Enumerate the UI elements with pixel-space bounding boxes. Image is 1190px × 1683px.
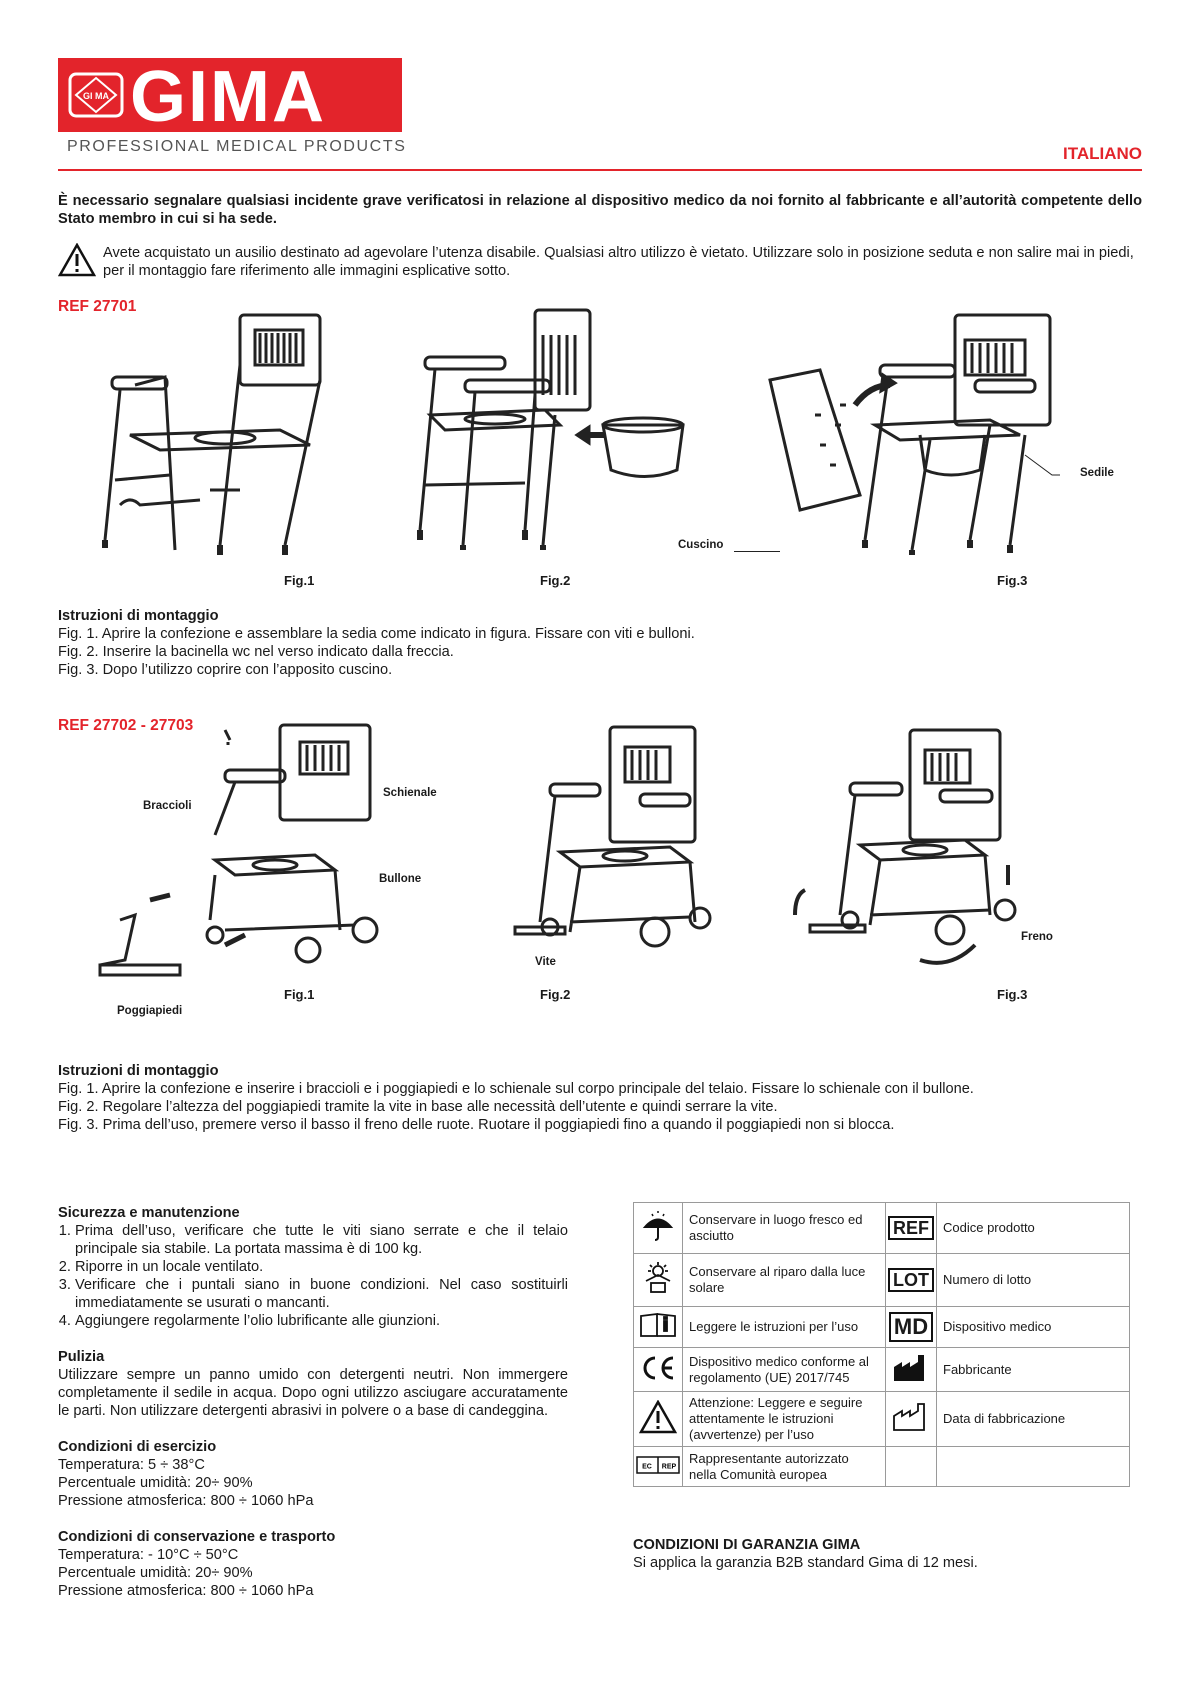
notice-text: È necessario segnalare qualsiasi inciden… [58, 193, 1142, 227]
callout-sedile: Sedile [1080, 467, 1114, 479]
symbol-desc: Leggere le istruzioni per l’uso [682, 1306, 886, 1348]
instruction-line: Fig. 3. Dopo l’utilizzo coprire con l’ap… [58, 662, 393, 678]
empty-cell [936, 1446, 1130, 1487]
commode-chair-drawing-2 [417, 308, 685, 550]
operating-title: Condizioni di esercizio [58, 1439, 217, 1455]
table-row: Conservare al riparo dalla luce solare L… [633, 1253, 1130, 1307]
ec-rep-icon: EC REP [633, 1446, 683, 1487]
instruction-line: Fig. 2. Regolare l’altezza del poggiapie… [58, 1099, 778, 1115]
safety-title: Sicurezza e manutenzione [58, 1205, 240, 1221]
symbol-desc: Conservare in luogo fresco ed asciutto [682, 1202, 886, 1254]
warranty-block: CONDIZIONI DI GARANZIA GIMA Si applica l… [633, 1536, 1133, 1572]
ref-27701: REF 27701 [58, 298, 137, 315]
table-row: Leggere le istruzioni per l’uso MD Dispo… [633, 1306, 1130, 1348]
empty-cell [885, 1446, 937, 1487]
list-item: Prima dell’uso, verificare che tutte le … [75, 1222, 568, 1258]
list-item: Verificare che i puntali siano in buone … [75, 1276, 568, 1312]
instructions-title-2: Istruzioni di montaggio [58, 1063, 219, 1079]
warning-text: Avete acquistato un ausilio destinato ad… [103, 245, 1134, 279]
commode-chair-drawing-1 [102, 313, 322, 555]
symbol-desc: Conservare al riparo dalla luce solare [682, 1253, 886, 1307]
left-info-column: Sicurezza e manutenzione Prima dell’uso,… [58, 1204, 568, 1600]
wheelchair-drawing-3 [793, 728, 1017, 965]
table-row: Conservare in luogo fresco ed asciutto R… [633, 1202, 1130, 1254]
operating-line: Pressione atmosferica: 800 ÷ 1060 hPa [58, 1493, 314, 1509]
table-row: Attenzione: Leggere e seguire attentamen… [633, 1391, 1130, 1447]
cleaning-text: Utilizzare sempre un panno umido con det… [58, 1367, 568, 1419]
symbol-desc: Dispositivo medico [936, 1306, 1130, 1348]
instructions-list-2: Fig. 1. Aprire la confezione e inserire … [58, 1080, 1142, 1134]
fig-label-2-2: Fig.2 [540, 987, 571, 1002]
factory-icon [885, 1347, 937, 1392]
symbols-table: Conservare in luogo fresco ed asciutto R… [633, 1202, 1130, 1487]
ref-27702-27703: REF 27702 - 27703 [58, 717, 194, 734]
ce-mark-icon [633, 1347, 683, 1392]
cleaning-title: Pulizia [58, 1349, 105, 1365]
fig-label-2: Fig.2 [540, 573, 571, 588]
list-item: Riporre in un locale ventilato. [75, 1258, 568, 1276]
operating-line: Temperatura: 5 ÷ 38°C [58, 1457, 205, 1473]
commode-chair-drawing-3 [768, 313, 1060, 555]
rep-label: REP [662, 1463, 677, 1470]
callout-poggiapiedi: Poggiapiedi [117, 1005, 183, 1017]
logo-badge-icon: GI MA [68, 72, 124, 118]
warning-icon [633, 1391, 683, 1447]
symbol-desc: Attenzione: Leggere e seguire attentamen… [682, 1391, 886, 1447]
fig-label-3: Fig.3 [997, 573, 1028, 588]
logo-badge-text: GI MA [83, 91, 109, 101]
wheelchair-drawing-1 [98, 723, 379, 977]
callout-bullone: Bullone [379, 873, 422, 885]
lot-symbol-text: LOT [888, 1268, 934, 1292]
warranty-text: Si applica la garanzia B2B standard Gima… [633, 1555, 978, 1571]
warning-icon [57, 242, 97, 282]
symbol-desc: Numero di lotto [936, 1253, 1130, 1307]
callout-vite: Vite [535, 956, 556, 968]
instruction-line: Fig. 1. Aprire la confezione e inserire … [58, 1081, 974, 1097]
table-row: Dispositivo medico conforme al regolamen… [633, 1347, 1130, 1392]
ref-symbol: REF [885, 1202, 937, 1254]
symbol-desc: Data di fabbricazione [936, 1391, 1130, 1447]
sun-icon [633, 1253, 683, 1307]
fig-label-1: Fig.1 [284, 573, 315, 588]
instructions-title-1: Istruzioni di montaggio [58, 608, 219, 624]
tagline: PROFESSIONAL MEDICAL PRODUCTS [67, 138, 407, 155]
instruction-line: Fig. 1. Aprire la confezione e assemblar… [58, 626, 695, 642]
instructions-list-1: Fig. 1. Aprire la confezione e assemblar… [58, 625, 1138, 679]
md-symbol-text: MD [888, 1312, 934, 1342]
symbol-desc: Rappresentante autorizzato nella Comunit… [682, 1446, 886, 1487]
fig-label-2-3: Fig.3 [997, 987, 1028, 1002]
table-row: EC REP Rappresentante autorizzato nella … [633, 1446, 1130, 1487]
symbol-desc: Codice prodotto [936, 1202, 1130, 1254]
logo-text: GIMA [130, 57, 326, 137]
manual-icon [633, 1306, 683, 1348]
md-symbol: MD [885, 1306, 937, 1348]
safety-list: Prima dell’uso, verificare che tutte le … [58, 1222, 568, 1330]
operating-line: Percentuale umidità: 20÷ 90% [58, 1475, 253, 1491]
lot-symbol: LOT [885, 1253, 937, 1307]
ec-label: EC [642, 1463, 652, 1470]
instruction-line: Fig. 3. Prima dell’uso, premere verso il… [58, 1117, 895, 1133]
manufacture-date-icon [885, 1391, 937, 1447]
storage-title: Condizioni di conservazione e trasporto [58, 1529, 336, 1545]
list-item: Aggiungere regolarmente l’olio lubrifica… [75, 1312, 568, 1330]
callout-freno: Freno [1021, 931, 1053, 943]
callout-cuscino: Cuscino [678, 539, 724, 551]
language-label: ITALIANO [1062, 144, 1142, 163]
callout-braccioli: Braccioli [143, 800, 192, 812]
header-divider [58, 169, 1142, 171]
ref-symbol-text: REF [888, 1216, 934, 1240]
symbol-desc: Dispositivo medico conforme al regolamen… [682, 1347, 886, 1392]
warranty-title: CONDIZIONI DI GARANZIA GIMA [633, 1537, 861, 1553]
storage-line: Temperatura: - 10°C ÷ 50°C [58, 1547, 239, 1563]
callout-line-cuscino [734, 551, 780, 552]
instruction-line: Fig. 2. Inserire la bacinella wc nel ver… [58, 644, 454, 660]
symbol-desc: Fabbricante [936, 1347, 1130, 1392]
storage-line: Percentuale umidità: 20÷ 90% [58, 1565, 253, 1581]
umbrella-icon [633, 1202, 683, 1254]
fig-label-2-1: Fig.1 [284, 987, 315, 1002]
wheelchair-drawing-2 [513, 725, 712, 948]
callout-schienale: Schienale [383, 787, 437, 799]
storage-line: Pressione atmosferica: 800 ÷ 1060 hPa [58, 1583, 314, 1599]
